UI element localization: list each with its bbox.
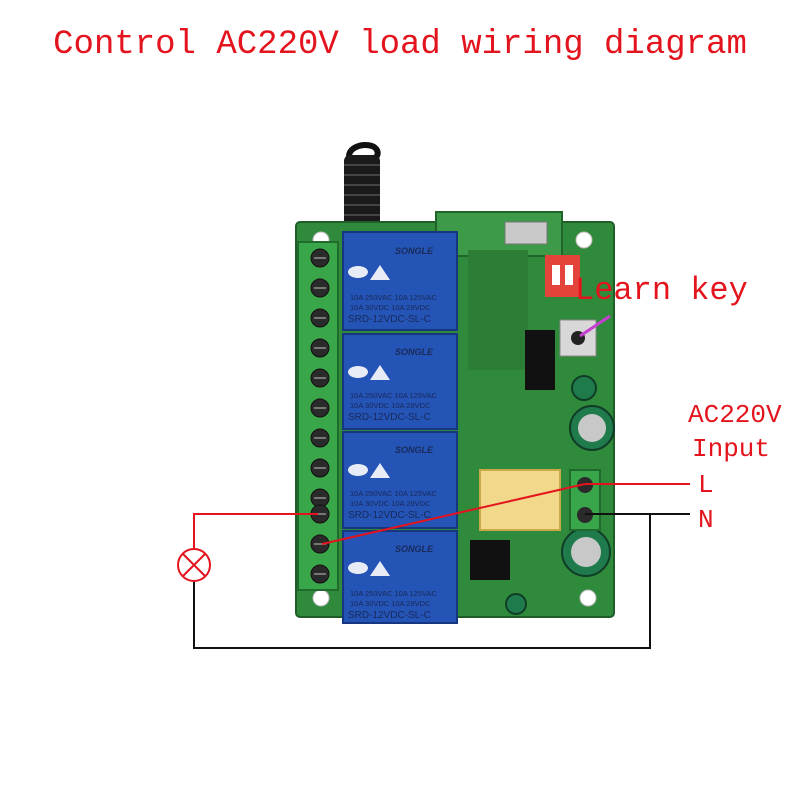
input-terminal-block xyxy=(569,469,601,531)
relay-3 xyxy=(342,431,458,529)
learn-key-label: Learn key xyxy=(575,272,748,309)
neutral-wire xyxy=(193,513,690,649)
relay-rating: 10A 30VDC 10A 28VDC xyxy=(350,599,431,608)
relay-brand: SONGLE xyxy=(395,445,434,455)
relay-brand: SONGLE xyxy=(395,544,434,554)
relay-brand: SONGLE xyxy=(395,347,434,357)
relay-1 xyxy=(342,231,458,331)
relay-rating: 10A 250VAC 10A 125VAC xyxy=(350,489,437,498)
relay-rating: 10A 30VDC 10A 28VDC xyxy=(350,401,431,410)
diagram-title: Control AC220V load wiring diagram xyxy=(53,26,747,64)
input-label: Input xyxy=(692,434,771,464)
learn-key-pointer xyxy=(579,314,611,338)
relay-rating: 10A 250VAC 10A 125VAC xyxy=(350,293,437,302)
circuit-components xyxy=(468,250,597,580)
live-wire xyxy=(193,483,690,548)
antenna xyxy=(344,142,381,227)
lamp-icon xyxy=(177,548,211,582)
output-terminal-block xyxy=(297,241,339,591)
dip-switch xyxy=(545,255,580,297)
relay-4 xyxy=(342,530,458,624)
relay-model: SRD-12VDC-SL-C xyxy=(348,610,431,621)
neutral-label: N xyxy=(698,505,714,535)
relay-rating: 10A 250VAC 10A 125VAC xyxy=(350,391,437,400)
relay-logos xyxy=(348,265,390,576)
relay-rating: 10A 30VDC 10A 28VDC xyxy=(350,499,431,508)
line-label: L xyxy=(698,470,714,500)
relay-2 xyxy=(342,333,458,430)
relay-brand: SONGLE xyxy=(395,246,434,256)
relay-rating: 10A 30VDC 10A 28VDC xyxy=(350,303,431,312)
relay-model: SRD-12VDC-SL-C xyxy=(348,510,431,521)
relay-rating: 10A 250VAC 10A 125VAC xyxy=(350,589,437,598)
transformer xyxy=(479,469,561,531)
relay-model: SRD-12VDC-SL-C xyxy=(348,314,431,325)
ac-voltage-label: AC220V xyxy=(688,400,782,430)
relay-model: SRD-12VDC-SL-C xyxy=(348,412,431,423)
